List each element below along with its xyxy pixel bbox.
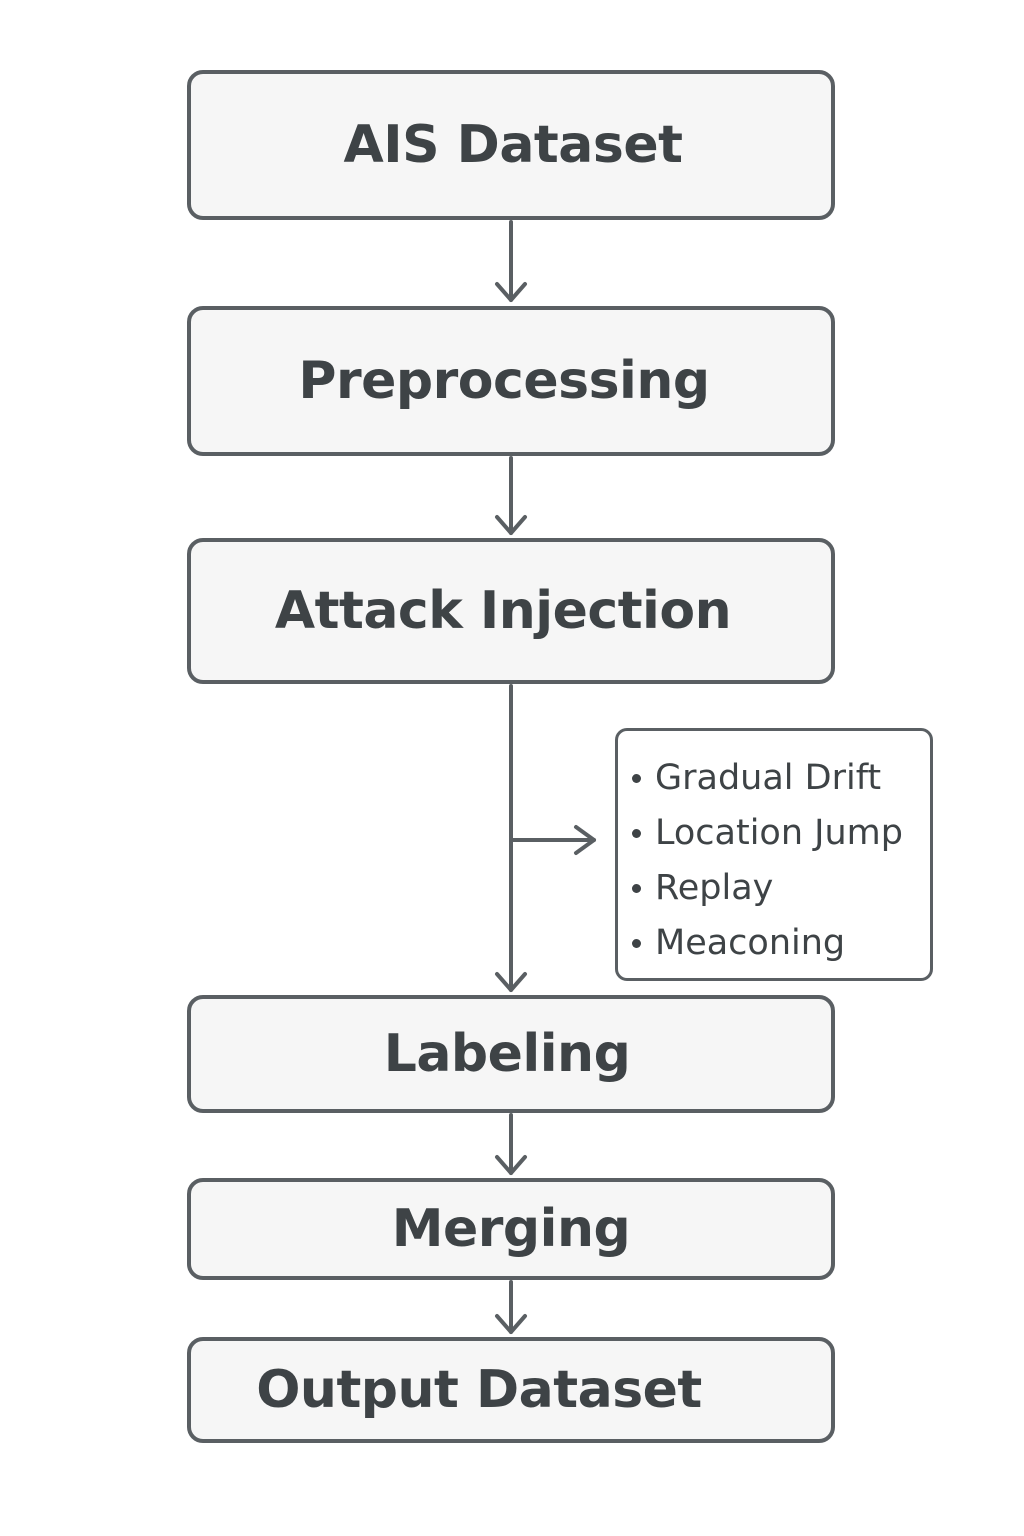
attack-type-label: Replay bbox=[655, 868, 774, 908]
bullet-icon bbox=[632, 774, 641, 783]
bullet-icon bbox=[632, 884, 641, 893]
bullet-icon bbox=[632, 939, 641, 948]
attack-type-item: Location Jump bbox=[632, 806, 930, 861]
arrowhead-preprocessing-to-attack bbox=[495, 515, 527, 535]
arrowhead-attack-to-labeling bbox=[495, 972, 527, 992]
step-attack-injection: Attack Injection bbox=[187, 538, 835, 684]
attack-types-list: Gradual Drift Location Jump Replay Meaco… bbox=[632, 751, 930, 971]
attack-types-box: Gradual Drift Location Jump Replay Meaco… bbox=[615, 728, 933, 981]
attack-type-label: Gradual Drift bbox=[655, 758, 882, 798]
arrowhead-merging-to-output bbox=[495, 1314, 527, 1334]
step-preprocessing: Preprocessing bbox=[187, 306, 835, 456]
attack-type-item: Replay bbox=[632, 861, 930, 916]
attack-type-label: Meaconing bbox=[655, 923, 846, 963]
attack-type-item: Meaconing bbox=[632, 916, 930, 971]
step-output-dataset: Output Dataset bbox=[187, 1337, 835, 1443]
step-label: Merging bbox=[391, 1199, 631, 1259]
step-label: Attack Injection bbox=[274, 581, 732, 641]
step-label: Output Dataset bbox=[256, 1360, 702, 1420]
attack-type-item: Gradual Drift bbox=[632, 751, 930, 806]
arrowhead-labeling-to-merging bbox=[495, 1155, 527, 1175]
step-merging: Merging bbox=[187, 1178, 835, 1280]
step-ais-dataset: AIS Dataset bbox=[187, 70, 835, 220]
step-label: Preprocessing bbox=[298, 351, 710, 411]
step-label: Labeling bbox=[383, 1024, 631, 1084]
arrowhead-branch-to-attack-types bbox=[574, 825, 596, 855]
step-label: AIS Dataset bbox=[343, 115, 683, 175]
arrowhead-ais-to-preprocessing bbox=[495, 282, 527, 302]
step-labeling: Labeling bbox=[187, 995, 835, 1113]
bullet-icon bbox=[632, 829, 641, 838]
attack-type-label: Location Jump bbox=[655, 813, 903, 853]
